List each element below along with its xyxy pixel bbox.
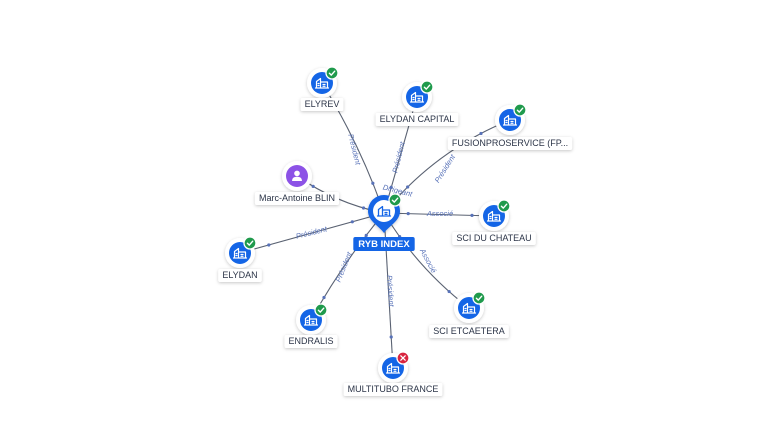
check-badge-icon: [388, 193, 402, 207]
company-icon: [376, 205, 392, 217]
edge-arrow-endralis: [364, 233, 368, 237]
node-label: ELYREV: [305, 99, 340, 109]
edge-arrow-elydan: [350, 220, 354, 224]
node-label: ELYDAN: [222, 270, 257, 280]
node-multitubo-france[interactable]: MULTITUBO FRANCE: [343, 351, 443, 396]
node-fusionproservice[interactable]: FUSIONPROSERVICE (FP...: [447, 103, 573, 150]
edge-arrow-fusionproservice: [406, 185, 410, 189]
check-badge-icon: [420, 80, 434, 94]
center-label-box: [353, 237, 415, 251]
node-elyrev[interactable]: ELYREV: [300, 66, 344, 111]
check-badge-icon: [497, 199, 511, 213]
edge-label-elyrev: Président: [346, 133, 363, 167]
edge-label-elydan: Président: [295, 224, 329, 241]
node-label: SCI DU CHATEAU: [456, 233, 531, 243]
node-sci-du-chateau[interactable]: SCI DU CHATEAU: [452, 199, 536, 245]
check-badge-icon: [243, 236, 257, 250]
edge-marker-multitubo-france: [389, 335, 393, 339]
node-label-box: [343, 383, 443, 396]
edge-marker-endralis: [322, 295, 326, 300]
node-label: Marc-Antoine BLIN: [259, 193, 335, 203]
edge-label-multitubo-france: Président: [385, 275, 396, 308]
node-label: FUSIONPROSERVICE (FP...: [452, 138, 568, 148]
node-marc-antoine-blin[interactable]: Marc-Antoine BLIN: [254, 161, 340, 205]
node-elydan-capital[interactable]: ELYDAN CAPITAL: [375, 80, 459, 126]
center-node[interactable]: RYB INDEX: [353, 193, 415, 251]
node-label-box: [300, 98, 344, 111]
center-layer: RYB INDEX: [353, 193, 415, 251]
edge-marker-marc-antoine-blin: [311, 184, 315, 188]
edge-arrow-elyrev: [371, 181, 375, 185]
node-label: ELYDAN CAPITAL: [380, 114, 455, 124]
check-badge-icon: [472, 291, 486, 305]
node-label-box: [218, 269, 262, 282]
node-label: ENDRALIS: [288, 336, 333, 346]
node-label-box: [452, 232, 536, 245]
edge-marker-sci-etcaetera: [447, 289, 451, 294]
edge-label-sci-du-chateau: Associé: [426, 209, 453, 218]
edge-label-endralis: Président: [334, 250, 355, 284]
edge-arrow-marc-antoine-blin: [361, 206, 366, 210]
check-badge-icon: [314, 303, 328, 317]
node-sci-etcaetera[interactable]: SCI ETCAETERA: [429, 291, 509, 338]
node-elydan[interactable]: ELYDAN: [218, 236, 262, 282]
edge-label-fusionproservice: Président: [433, 152, 458, 184]
edge-label-elydan-capital: Président: [390, 140, 407, 174]
node-label: SCI ETCAETERA: [433, 326, 505, 336]
cross-badge-icon: [396, 351, 410, 365]
check-badge-icon: [325, 66, 339, 80]
edge-marker-sci-du-chateau: [470, 213, 474, 217]
nodes-layer: ELYREV ELYDAN CAPITAL FUSIONPROSERVICE (FP…: [218, 66, 573, 396]
edge-marker-elydan: [267, 243, 271, 247]
center-label: RYB INDEX: [358, 239, 410, 250]
node-label: MULTITUBO FRANCE: [348, 384, 439, 394]
node-label-box: [284, 335, 338, 348]
node-label-box: [429, 325, 509, 338]
edge-elydan: [239, 212, 385, 254]
edge-arrow-elydan-capital: [389, 185, 393, 190]
node-label-box: [375, 113, 459, 126]
node-endralis[interactable]: ENDRALIS: [284, 303, 338, 348]
edge-marker-fusionproservice: [479, 131, 483, 136]
check-badge-icon: [513, 103, 527, 117]
node-label-box: [447, 137, 573, 150]
person-icon: [292, 170, 302, 181]
node-label-box: [254, 192, 340, 205]
edge-arrow-sci-du-chateau: [406, 212, 410, 216]
